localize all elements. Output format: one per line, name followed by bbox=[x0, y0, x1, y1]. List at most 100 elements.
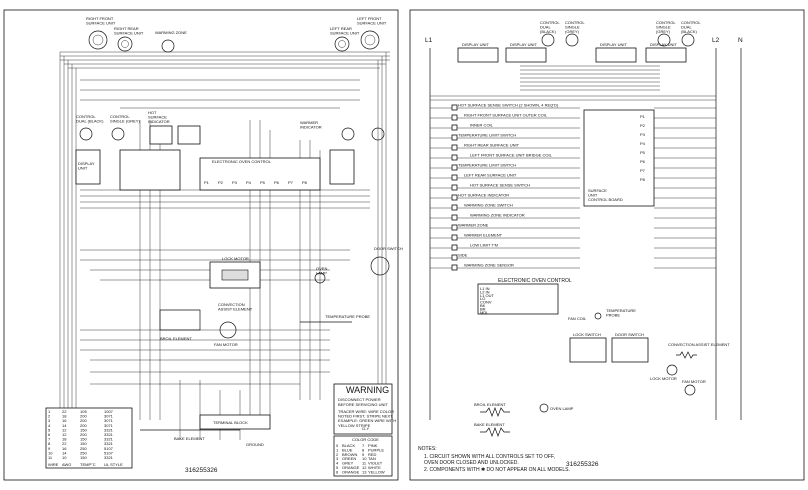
rung-switch bbox=[451, 154, 458, 161]
right-eoc-label: ELECTRONIC OVEN CONTROL bbox=[498, 278, 572, 284]
bake-element-right-label: BAKE ELEMENT bbox=[474, 422, 505, 427]
wire-table-cell: 3 bbox=[48, 418, 51, 423]
wire-table-cell: 16 bbox=[62, 446, 67, 451]
wire-table-cell: 3321 bbox=[104, 455, 114, 460]
display-units-row: DISPLAY UNIT DISPLAY UNIT DISPLAY UNIT D… bbox=[457, 42, 687, 63]
wire-table-cell: 200 bbox=[80, 414, 87, 419]
right-eoc-pin: BK bbox=[480, 303, 486, 308]
fan-motor-right-label: FAN MOTOR bbox=[682, 379, 706, 384]
board-pin: P2 bbox=[640, 123, 646, 128]
rung-label: WARMING ZONE SWITCH bbox=[464, 203, 513, 208]
board-pin: P4 bbox=[640, 141, 646, 146]
board-pin: P5 bbox=[640, 150, 646, 155]
note-2: 2. COMPONENTS WITH ✱ DO NOT APPEAR ON AL… bbox=[424, 467, 570, 473]
rung-label: LEFT REAR SURFACE UNIT bbox=[464, 173, 517, 178]
rung-label: RIGHT REAR SURFACE UNIT bbox=[464, 143, 520, 148]
wire-table-cell: 3071 bbox=[104, 414, 114, 419]
color-code-cell: GREY bbox=[342, 461, 354, 466]
rung-switch bbox=[451, 224, 458, 231]
rung-label: TEMPERATURE LIMIT SWITCH bbox=[458, 133, 516, 138]
color-code-cell: 13 bbox=[362, 469, 367, 474]
board-pin: P7 bbox=[640, 168, 646, 173]
wire-table-cell: 3321 bbox=[104, 427, 114, 432]
rung-switch bbox=[451, 114, 458, 121]
wire-table-cell: 18 bbox=[62, 437, 67, 442]
lock-switch-label: LOCK SWITCH bbox=[573, 332, 601, 337]
rung-switch bbox=[451, 184, 458, 191]
right-eoc-pin: L1 OUT bbox=[480, 293, 495, 298]
board-pin: P8 bbox=[640, 177, 646, 182]
color-code-cell: BLUE bbox=[342, 447, 353, 452]
ground-label: GROUND bbox=[246, 442, 264, 447]
color-code-cell: 8 bbox=[362, 447, 365, 452]
rung-switch bbox=[451, 214, 458, 221]
color-code-cell: 2 bbox=[336, 452, 339, 457]
wire-table-cell: 250 bbox=[80, 450, 87, 455]
right-eoc-pin: LO bbox=[480, 296, 485, 301]
broil-element-right-label: BROIL ELEMENT bbox=[474, 402, 506, 407]
left-eoc-pin: P1 bbox=[204, 180, 210, 185]
rung-label: WARMER ELEMENT bbox=[464, 233, 503, 238]
wire-table-header: UL STYLE bbox=[104, 462, 123, 467]
broil-element-shape bbox=[159, 309, 201, 331]
color-code-cell: 11 bbox=[362, 461, 367, 466]
rung-switch bbox=[451, 174, 458, 181]
wire-table-cell: 3071 bbox=[104, 423, 114, 428]
n-label: N bbox=[738, 37, 743, 44]
wire-table-cell: 6 bbox=[48, 432, 51, 437]
warning-line1: DISCONNECT POWER bbox=[338, 397, 381, 402]
surface-control-board bbox=[583, 109, 655, 207]
display-unit-2-label: DISPLAY UNIT bbox=[510, 42, 538, 47]
wire-table-cell: 150 bbox=[80, 455, 87, 460]
wire-table-cell: 10 bbox=[62, 455, 67, 460]
wire-table-cell: 200 bbox=[80, 432, 87, 437]
wire-table-cell: 14 bbox=[62, 450, 67, 455]
lock-motor-right-label: LOCK MOTOR bbox=[650, 376, 677, 381]
left-harness bbox=[59, 51, 390, 440]
left-eoc-pin: P5 bbox=[260, 180, 266, 185]
right-eoc-pin: CONV bbox=[480, 300, 492, 305]
rung-label: HOT SURFACE SENSE SWITCH (2 SHOWN, 4 REQ… bbox=[458, 103, 559, 108]
color-code-cell: 7 bbox=[362, 443, 365, 448]
harness-top bbox=[520, 65, 660, 91]
wire-table-cell: 14 bbox=[62, 423, 67, 428]
color-code-cell: 5 bbox=[336, 465, 339, 470]
rung-switch bbox=[451, 204, 458, 211]
color-code-cell: 3 bbox=[336, 456, 339, 461]
rung-switch bbox=[451, 194, 458, 201]
rung-switch bbox=[451, 144, 458, 151]
note-1: 1. CIRCUIT SHOWN WITH ALL CONTROLS SET T… bbox=[424, 454, 555, 460]
wire-table-header: TEMP°C bbox=[80, 462, 96, 467]
broil-element-shape-right bbox=[480, 407, 510, 417]
left-surface-board bbox=[119, 149, 181, 191]
l1-label: L1 bbox=[425, 37, 433, 44]
right-eoc-pin: BR bbox=[480, 306, 486, 311]
left-eoc-pin: P4 bbox=[246, 180, 252, 185]
convection-element-right-label: CONVECTION ASSIST ELEMENT bbox=[668, 342, 730, 347]
wire-table-cell: 5107 bbox=[104, 446, 114, 451]
broil-element-label: BROIL ELEMENT bbox=[160, 336, 192, 341]
rung-label: INNER COIL bbox=[470, 123, 494, 128]
color-code-cell: WHITE bbox=[368, 465, 381, 470]
display-unit-1-label: DISPLAY UNIT bbox=[462, 42, 490, 47]
door-switch-icon bbox=[370, 256, 390, 276]
left-eoc-pin: P8 bbox=[302, 180, 308, 185]
rung-label: HOT SURFACE SENSE SWITCH bbox=[470, 183, 530, 188]
board-pin: P1 bbox=[640, 114, 646, 119]
wire-table-cell: 16 bbox=[62, 418, 67, 423]
fan-motor-icon bbox=[219, 321, 237, 339]
notes-title: NOTES: bbox=[418, 446, 437, 452]
color-code-cell: VIOLET bbox=[368, 461, 383, 466]
